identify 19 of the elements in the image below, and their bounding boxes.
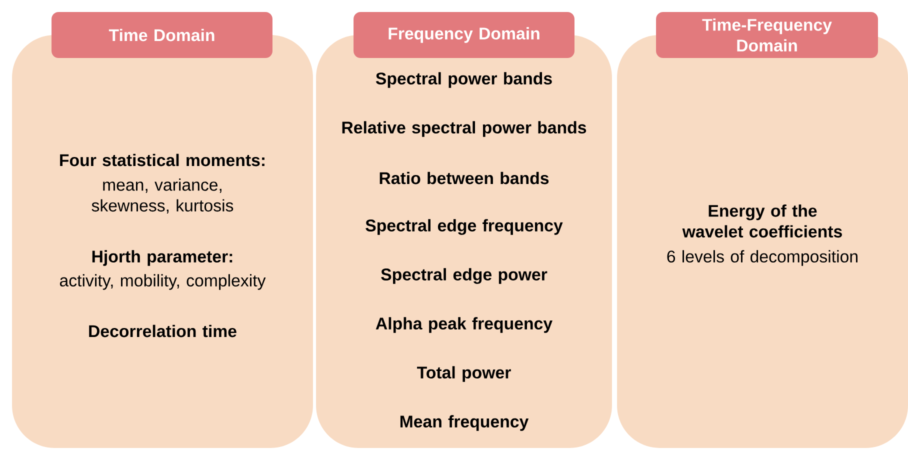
feature-heading: Alpha peak frequency: [376, 317, 552, 333]
feature-heading: Hjorth parameter:: [92, 250, 232, 266]
feature-heading: Spectral edge frequency: [366, 219, 563, 235]
feature-heading: Spectral edge power: [381, 268, 548, 284]
feature-heading: Ratio between bands: [380, 172, 549, 184]
feature-list: mean, variance, skewness, kurtosis: [92, 178, 234, 214]
feature-heading: Total power: [417, 366, 511, 382]
feature-heading: Mean frequency: [400, 415, 529, 431]
header-tab: Time Domain: [52, 12, 272, 58]
feature-heading: Energy of the wavelet coefficients: [682, 204, 842, 238]
feature-list: 6 levels of decomposition: [667, 250, 858, 266]
feature-heading: Four statistical moments:: [60, 154, 264, 166]
header-tab: Time-Frequency Domain: [656, 12, 878, 58]
feature-heading: Spectral power bands: [376, 72, 552, 88]
feature-heading: Decorrelation time: [89, 324, 236, 338]
feature-heading: Relative spectral power bands: [342, 121, 586, 137]
header-tab: Frequency Domain: [354, 12, 574, 58]
feature-list: activity, mobility, complexity: [60, 274, 266, 290]
panel: [617, 35, 908, 448]
